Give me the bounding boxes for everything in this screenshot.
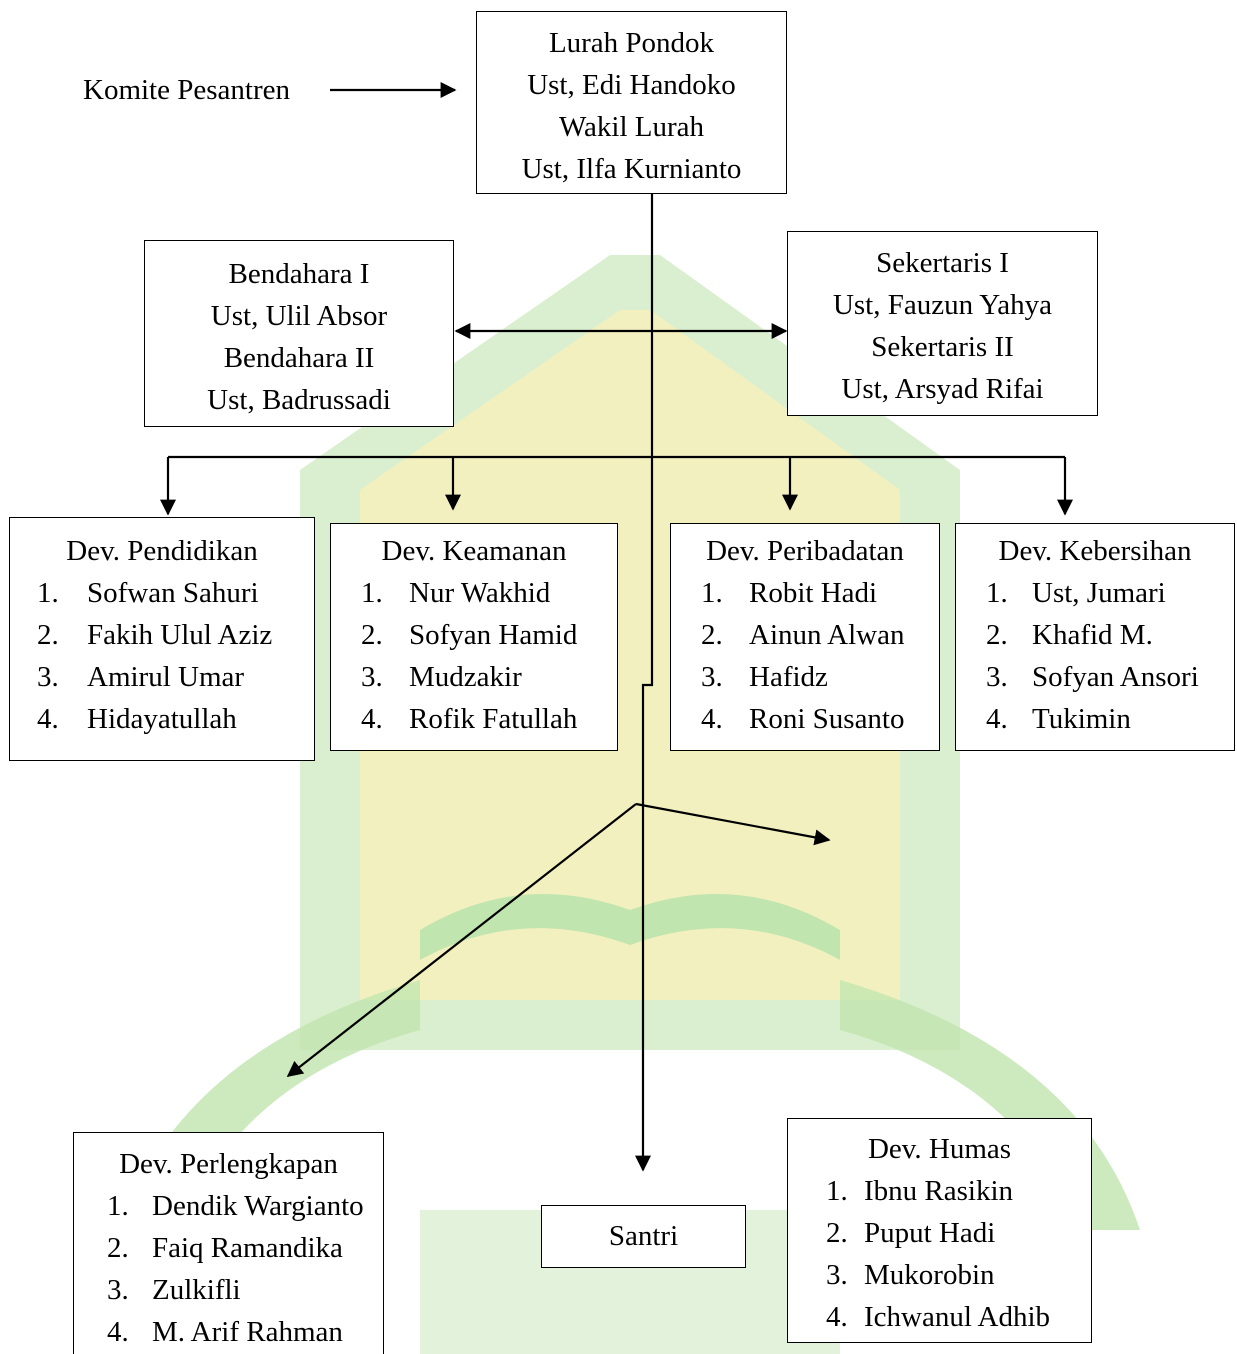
- member-name: Sofyan Ansori: [1032, 661, 1199, 693]
- secretary-2-title: Sekertaris II: [871, 331, 1014, 363]
- member-name: Ust, Jumari: [1032, 577, 1166, 609]
- member-name: Ichwanul Adhib: [864, 1301, 1051, 1333]
- secretary-box: Sekertaris I Ust, Fauzun Yahya Sekertari…: [787, 231, 1098, 416]
- head-name: Ust, Edi Handoko: [527, 69, 736, 101]
- deputy-title: Wakil Lurah: [558, 111, 705, 143]
- division-box-security: Dev. Keamanan 1.Nur Wakhid 2.Sofyan Hami…: [330, 523, 618, 751]
- division-title: Dev. Peribadatan: [706, 535, 904, 567]
- member-name: Hidayatullah: [87, 703, 237, 735]
- member-name: Ainun Alwan: [749, 619, 905, 651]
- list-item: 1.Robit Hadi: [701, 572, 939, 614]
- member-name: Mudzakir: [409, 661, 522, 693]
- secretary-1-name: Ust, Fauzun Yahya: [832, 289, 1053, 321]
- member-name: Fakih Ulul Aziz: [87, 619, 273, 651]
- division-box-worship: Dev. Peribadatan 1.Robit Hadi 2.Ainun Al…: [670, 523, 940, 751]
- list-item: 2.Faiq Ramandika: [107, 1227, 383, 1269]
- list-item: 3.Sofyan Ansori: [986, 656, 1234, 698]
- list-item: 2.Ainun Alwan: [701, 614, 939, 656]
- list-item: 4.Roni Susanto: [701, 698, 939, 740]
- watermark-shield-outer: [300, 255, 960, 1050]
- treasurer-2-title: Bendahara II: [223, 342, 375, 374]
- member-name: Mukorobin: [864, 1259, 995, 1291]
- list-item: 2.Sofyan Hamid: [361, 614, 617, 656]
- list-item: 4.Rofik Fatullah: [361, 698, 617, 740]
- member-name: Robit Hadi: [749, 577, 878, 609]
- division-box-public-relations: Dev. Humas 1.Ibnu Rasikin 2.Puput Hadi 3…: [787, 1118, 1092, 1343]
- list-item: 1.Ust, Jumari: [986, 572, 1234, 614]
- division-title: Dev. Kebersihan: [998, 535, 1192, 567]
- list-item: 3.Hafidz: [701, 656, 939, 698]
- division-box-education: Dev. Pendidikan 1.Sofwan Sahuri 2.Fakih …: [9, 517, 315, 761]
- member-name: Rofik Fatullah: [409, 703, 578, 735]
- member-name: Zulkifli: [152, 1274, 241, 1306]
- list-item: 1.Sofwan Sahuri: [37, 572, 314, 614]
- member-name: Sofyan Hamid: [409, 619, 578, 651]
- list-item: 4.Tukimin: [986, 698, 1234, 740]
- member-name: M. Arif Rahman: [152, 1316, 343, 1348]
- member-name: Khafid M.: [1032, 619, 1153, 651]
- treasurer-2-name: Ust, Badrussadi: [207, 384, 391, 416]
- list-item: 2.Puput Hadi: [826, 1212, 1091, 1254]
- santri-label: Santri: [608, 1220, 679, 1252]
- secretary-1-title: Sekertaris I: [876, 247, 1009, 279]
- member-name: Ibnu Rasikin: [864, 1175, 1014, 1207]
- arrow-public-relations: [635, 802, 831, 846]
- list-item: 2.Fakih Ulul Aziz: [37, 614, 314, 656]
- treasurer-box: Bendahara I Ust, Ulil Absor Bendahara II…: [144, 240, 454, 427]
- member-name: Nur Wakhid: [409, 577, 551, 609]
- member-name: Hafidz: [749, 661, 828, 693]
- member-name: Puput Hadi: [864, 1217, 996, 1249]
- list-item: 3.Mudzakir: [361, 656, 617, 698]
- list-item: 3.Mukorobin: [826, 1254, 1091, 1296]
- santri-box: Santri: [541, 1205, 746, 1268]
- head-title: Lurah Pondok: [548, 27, 715, 59]
- list-item: 1.Dendik Wargianto: [107, 1185, 383, 1227]
- member-name: Tukimin: [1032, 703, 1131, 735]
- member-name: Sofwan Sahuri: [87, 577, 259, 609]
- treasurer-1-title: Bendahara I: [228, 258, 370, 290]
- list-item: 1.Ibnu Rasikin: [826, 1170, 1091, 1212]
- arrow-equipment: [286, 803, 637, 1077]
- member-name: Roni Susanto: [749, 703, 905, 735]
- member-name: Faiq Ramandika: [152, 1232, 343, 1264]
- treasurer-1-name: Ust, Ulil Absor: [210, 300, 388, 332]
- list-item: 4.Ichwanul Adhib: [826, 1296, 1091, 1338]
- list-item: 4.M. Arif Rahman: [107, 1311, 383, 1353]
- division-title: Dev. Humas: [867, 1133, 1012, 1165]
- committee-label: Komite Pesantren: [83, 74, 290, 106]
- division-title: Dev. Perlengkapan: [119, 1148, 338, 1180]
- list-item: 2.Khafid M.: [986, 614, 1234, 656]
- division-box-cleanliness: Dev. Kebersihan 1.Ust, Jumari 2.Khafid M…: [955, 523, 1235, 751]
- member-name: Dendik Wargianto: [152, 1190, 364, 1222]
- list-item: 3.Zulkifli: [107, 1269, 383, 1311]
- head-box: Lurah Pondok Ust, Edi Handoko Wakil Lura…: [476, 11, 787, 194]
- list-item: 3.Amirul Umar: [37, 656, 314, 698]
- division-title: Dev. Pendidikan: [66, 535, 258, 567]
- secretary-2-name: Ust, Arsyad Rifai: [841, 373, 1044, 405]
- deputy-name: Ust, Ilfa Kurnianto: [521, 153, 742, 185]
- list-item: 1.Nur Wakhid: [361, 572, 617, 614]
- watermark-book: [420, 894, 840, 960]
- member-name: Amirul Umar: [87, 661, 245, 693]
- list-item: 4.Hidayatullah: [37, 698, 314, 740]
- division-title: Dev. Keamanan: [381, 535, 567, 567]
- main-spine-line: [635, 193, 654, 1172]
- division-box-equipment: Dev. Perlengkapan 1.Dendik Wargianto 2.F…: [73, 1132, 384, 1354]
